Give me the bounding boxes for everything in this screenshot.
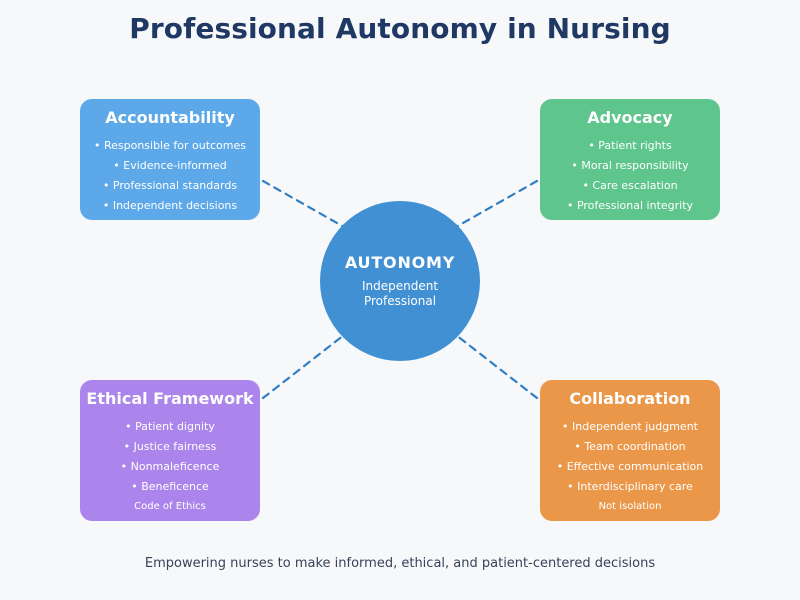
- pillar-title: Collaboration: [569, 389, 691, 408]
- pillar-title: Ethical Framework: [86, 389, 254, 408]
- connector-ethical-framework: [261, 333, 346, 400]
- list-item: • Justice fairness: [123, 440, 217, 453]
- pillar-item-list: • Responsible for outcomes • Evidence-in…: [80, 136, 260, 216]
- list-item: • Professional standards: [102, 179, 238, 192]
- pillar-box-accountability[interactable]: Accountability • Responsible for outcome…: [80, 99, 260, 220]
- pillar-item-list: • Independent judgment • Team coordinati…: [540, 417, 720, 517]
- list-item: • Independent judgment: [562, 420, 698, 433]
- pillar-title: Accountability: [105, 108, 235, 127]
- list-item: • Nonmaleficence: [120, 460, 220, 473]
- list-item: • Beneficence: [131, 480, 209, 493]
- list-item: • Professional integrity: [566, 199, 694, 212]
- pillar-title: Advocacy: [587, 108, 673, 127]
- pillar-box-ethical-framework[interactable]: Ethical Framework • Patient dignity • Ju…: [80, 380, 260, 521]
- list-item: • Patient dignity: [125, 420, 215, 433]
- pillar-box-advocacy[interactable]: Advocacy • Patient rights • Moral respon…: [540, 99, 720, 220]
- list-item: • Effective communication: [556, 460, 704, 473]
- list-item: • Interdisciplinary care: [567, 480, 693, 493]
- connector-collaboration: [454, 333, 539, 400]
- list-item-footnote: Code of Ethics: [134, 501, 206, 512]
- footer-caption: Empowering nurses to make informed, ethi…: [144, 556, 656, 571]
- list-item: • Care escalation: [582, 179, 678, 192]
- connector-advocacy: [454, 179, 539, 229]
- list-item: • Independent decisions: [102, 199, 238, 212]
- connector-accountability: [261, 179, 346, 229]
- list-item: • Moral responsibility: [571, 159, 689, 172]
- list-item: • Patient rights: [588, 139, 672, 152]
- center-node-autonomy[interactable]: AUTONOMY Independent Professional: [320, 201, 480, 361]
- list-item: • Responsible for outcomes: [93, 139, 247, 152]
- center-node-subtitle: Independent Professional: [362, 279, 438, 309]
- page-title: Professional Autonomy in Nursing: [129, 12, 671, 45]
- pillar-item-list: • Patient rights • Moral responsibility …: [540, 136, 720, 216]
- list-item-footnote: Not isolation: [598, 501, 662, 512]
- list-item: • Evidence-informed: [113, 159, 227, 172]
- pillar-item-list: • Patient dignity • Justice fairness • N…: [80, 417, 260, 517]
- list-item: • Team coordination: [574, 440, 686, 453]
- center-node-subtitle-line1: Independent: [361, 279, 439, 293]
- center-node-title: AUTONOMY: [344, 253, 456, 272]
- center-node-subtitle-line2: Professional: [363, 294, 437, 308]
- pillar-box-collaboration[interactable]: Collaboration • Independent judgment • T…: [540, 380, 720, 521]
